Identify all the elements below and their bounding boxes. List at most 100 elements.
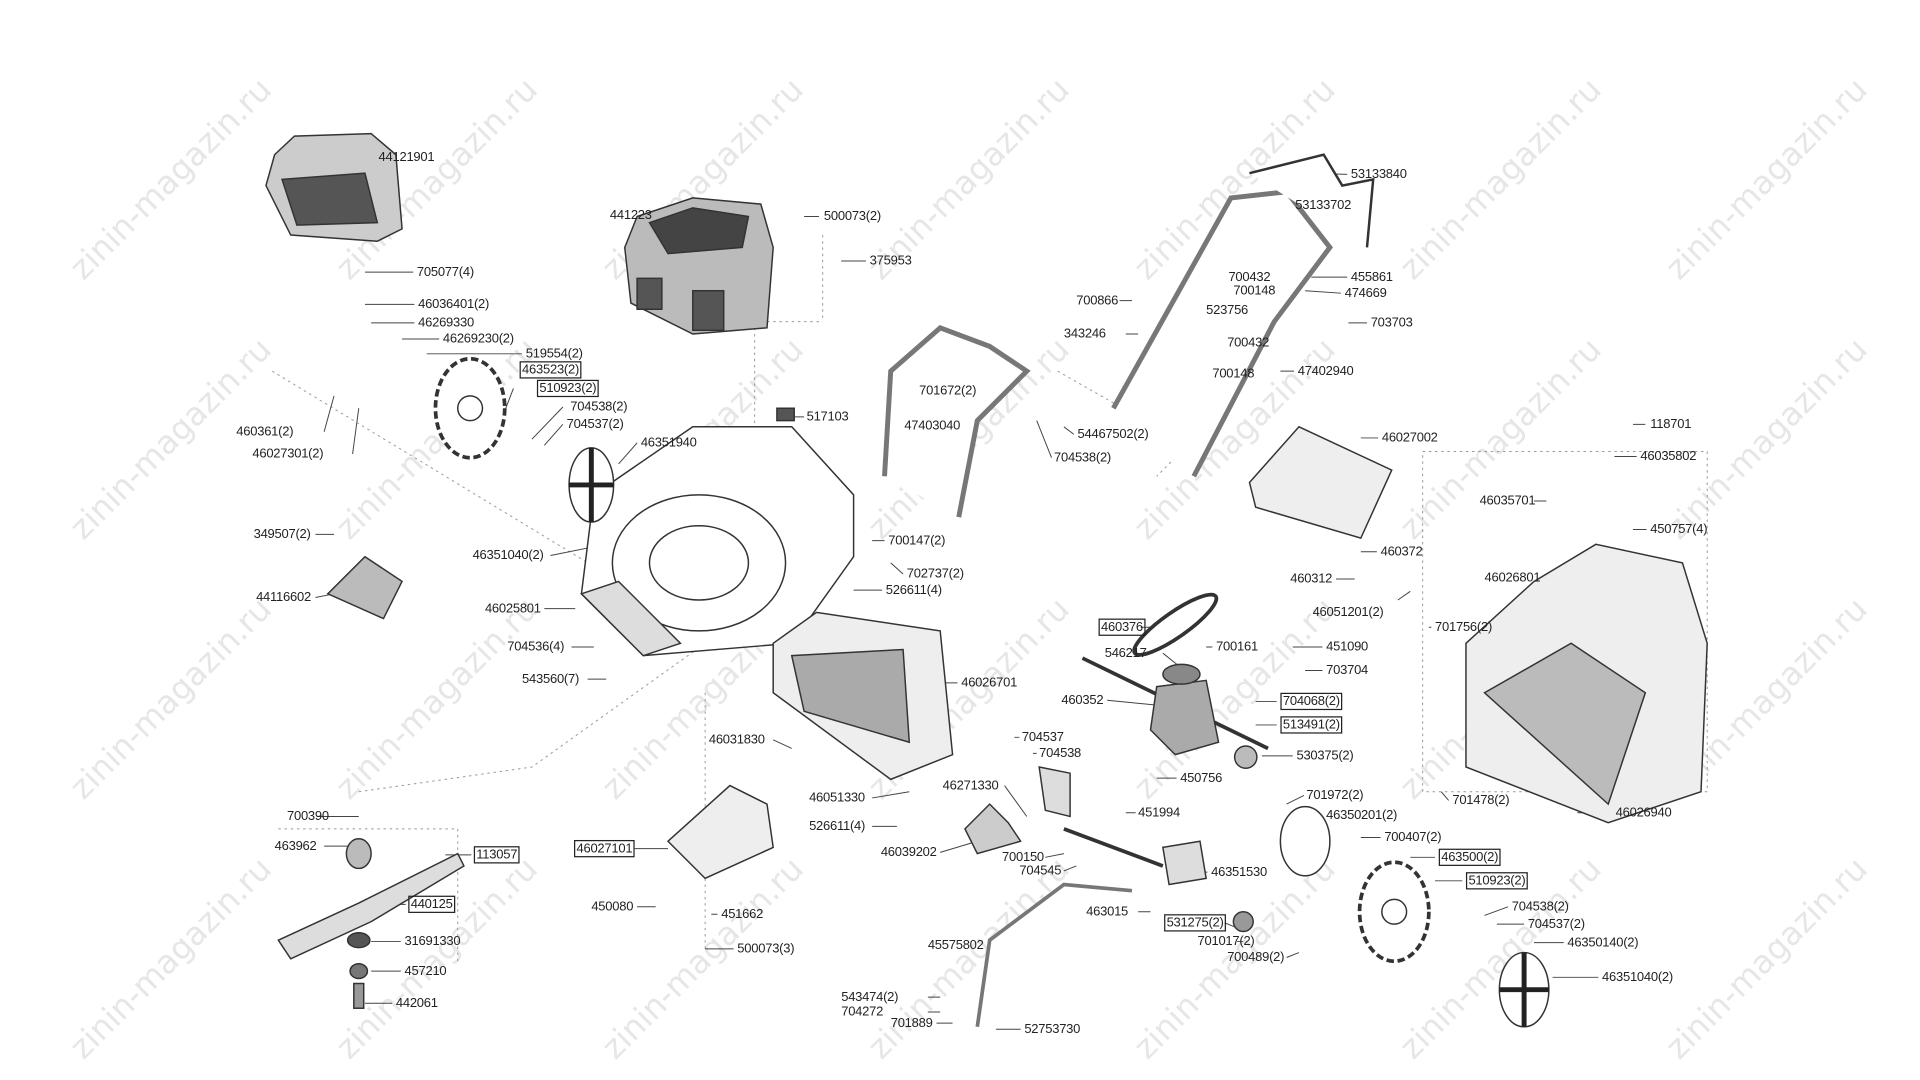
part-label[interactable]: 451662	[721, 906, 764, 922]
part-label[interactable]: 46351940	[640, 435, 697, 451]
part-label[interactable]: 375953	[869, 253, 912, 269]
part-label[interactable]: 46269330	[418, 315, 474, 331]
part-label[interactable]: 46027002	[1381, 430, 1438, 446]
part-label[interactable]: 31691330	[404, 934, 461, 949]
part-label[interactable]: 46027301(2)	[252, 446, 324, 462]
part-label[interactable]: 701972(2)	[1306, 788, 1364, 803]
part-label[interactable]: 705077(4)	[416, 264, 474, 280]
part-label[interactable]: 46039202	[880, 844, 937, 860]
part-label[interactable]: 46025801	[484, 601, 541, 617]
part-label[interactable]: 500073(3)	[737, 941, 795, 957]
part-label[interactable]: 46026940	[1615, 805, 1672, 821]
part-label-boxed[interactable]: 463500(2)	[1438, 848, 1501, 866]
part-label[interactable]: 46026701	[961, 675, 1018, 691]
part-label-boxed[interactable]: 460376	[1098, 618, 1146, 636]
part-label[interactable]: 700489(2)	[1227, 950, 1285, 965]
part-label[interactable]: 700432	[1227, 335, 1270, 351]
part-label[interactable]: 349507(2)	[253, 527, 311, 542]
part-label[interactable]: 450080	[591, 899, 634, 915]
part-label[interactable]: 700161	[1216, 639, 1258, 655]
part-label[interactable]: 442061	[395, 995, 438, 1011]
part-label[interactable]: 517103	[806, 409, 849, 425]
part-label[interactable]: 701756(2)	[1435, 619, 1493, 635]
part-label-boxed[interactable]: 531275(2)	[1164, 914, 1227, 932]
part-label[interactable]: 546217	[1104, 645, 1147, 661]
part-label[interactable]: 701017(2)	[1197, 934, 1255, 949]
part-label[interactable]: 46351040(2)	[472, 548, 544, 563]
part-label[interactable]: 700432	[1228, 269, 1271, 285]
part-label[interactable]: 500073(2)	[823, 209, 881, 224]
part-label[interactable]: 44116602	[256, 590, 311, 605]
part-label[interactable]: 46031830	[708, 732, 765, 748]
part-label[interactable]: 700866	[1076, 293, 1119, 309]
part-label[interactable]: 46035802	[1640, 449, 1697, 464]
part-label[interactable]: 463015	[1086, 904, 1129, 920]
part-label[interactable]: 451994	[1138, 805, 1181, 821]
part-label[interactable]: 701889	[890, 1015, 933, 1031]
part-label[interactable]: 441223	[609, 207, 652, 223]
part-label[interactable]: 702737(2)	[906, 566, 964, 582]
part-label[interactable]: 46269230(2)	[442, 331, 514, 347]
part-label-boxed[interactable]: 704068(2)	[1280, 692, 1343, 711]
part-label[interactable]: 530375(2)	[1296, 748, 1354, 764]
part-label[interactable]: 46351530	[1211, 864, 1267, 880]
part-label[interactable]: 704537	[1021, 729, 1064, 745]
part-label[interactable]: 46350140(2)	[1567, 935, 1639, 951]
part-label[interactable]: 526611(4)	[809, 818, 866, 834]
part-label-boxed[interactable]: 513491(2)	[1280, 716, 1343, 734]
part-label[interactable]: 704536(4)	[507, 639, 565, 655]
part-label[interactable]: 703703	[1370, 315, 1413, 331]
part-label[interactable]: 46350201(2)	[1326, 807, 1398, 823]
part-label[interactable]: 700150	[1002, 849, 1044, 865]
part-label[interactable]: 519554(2)	[525, 346, 583, 362]
part-label[interactable]: 455861	[1350, 269, 1393, 285]
part-label[interactable]: 704537(2)	[566, 416, 624, 432]
part-label-boxed[interactable]: 463523(2)	[519, 361, 582, 379]
part-label[interactable]: 457210	[404, 963, 447, 979]
part-label[interactable]: 118701	[1650, 416, 1692, 432]
part-label-boxed[interactable]: 113057	[473, 846, 520, 864]
part-label[interactable]: 343246	[1063, 326, 1106, 342]
part-label[interactable]: 700148	[1233, 283, 1276, 299]
part-label[interactable]: 701672(2)	[919, 383, 977, 399]
part-label[interactable]: 700407(2)	[1384, 830, 1442, 845]
part-label[interactable]: 523756	[1206, 303, 1249, 318]
part-label[interactable]: 53133702	[1295, 197, 1352, 213]
part-label[interactable]: 46035701	[1479, 493, 1536, 509]
part-label[interactable]: 526611(4)	[885, 582, 942, 598]
part-label[interactable]: 47403040	[904, 418, 961, 433]
part-label[interactable]: 460312	[1290, 571, 1333, 587]
part-label[interactable]: 53133840	[1350, 167, 1407, 182]
part-label[interactable]: 45575802	[927, 937, 984, 953]
part-label[interactable]: 450756	[1180, 770, 1223, 786]
part-label[interactable]: 700390	[287, 809, 329, 824]
part-label[interactable]: 704538(2)	[570, 399, 628, 415]
part-label[interactable]: 704538(2)	[1054, 450, 1112, 466]
part-label[interactable]: 46271330	[942, 778, 999, 793]
part-label[interactable]: 46051201(2)	[1312, 604, 1384, 620]
part-label[interactable]: 450757(4)	[1650, 522, 1708, 537]
part-label[interactable]: 543474(2)	[841, 989, 899, 1005]
part-label[interactable]: 543560(7)	[522, 671, 580, 687]
part-label-boxed[interactable]: 46027101	[574, 839, 635, 858]
part-label[interactable]: 474669	[1344, 285, 1387, 301]
part-label-boxed[interactable]: 510923(2)	[1465, 872, 1528, 890]
part-label[interactable]: 704272	[841, 1004, 884, 1020]
part-label[interactable]: 700148	[1212, 366, 1255, 382]
part-label[interactable]: 704538(2)	[1511, 899, 1569, 915]
part-label[interactable]: 704538	[1039, 745, 1082, 761]
part-label-boxed[interactable]: 510923(2)	[536, 379, 599, 398]
part-label[interactable]: 46051330	[809, 790, 865, 806]
part-label[interactable]: 701478(2)	[1452, 792, 1510, 808]
part-label[interactable]: 52753730	[1024, 1021, 1081, 1037]
part-label[interactable]: 460372	[1380, 544, 1423, 560]
part-label[interactable]: 704537(2)	[1527, 916, 1585, 932]
part-label[interactable]: 700147(2)	[888, 533, 946, 549]
part-label[interactable]: 46026801	[1484, 570, 1541, 586]
part-label[interactable]: 460361(2)	[236, 424, 294, 440]
part-label[interactable]: 460352	[1061, 692, 1104, 708]
part-label[interactable]: 463962	[274, 838, 317, 854]
part-label[interactable]: 54467502(2)	[1077, 426, 1149, 442]
part-label[interactable]: 703704	[1326, 663, 1369, 678]
part-label[interactable]: 704545	[1019, 863, 1062, 879]
